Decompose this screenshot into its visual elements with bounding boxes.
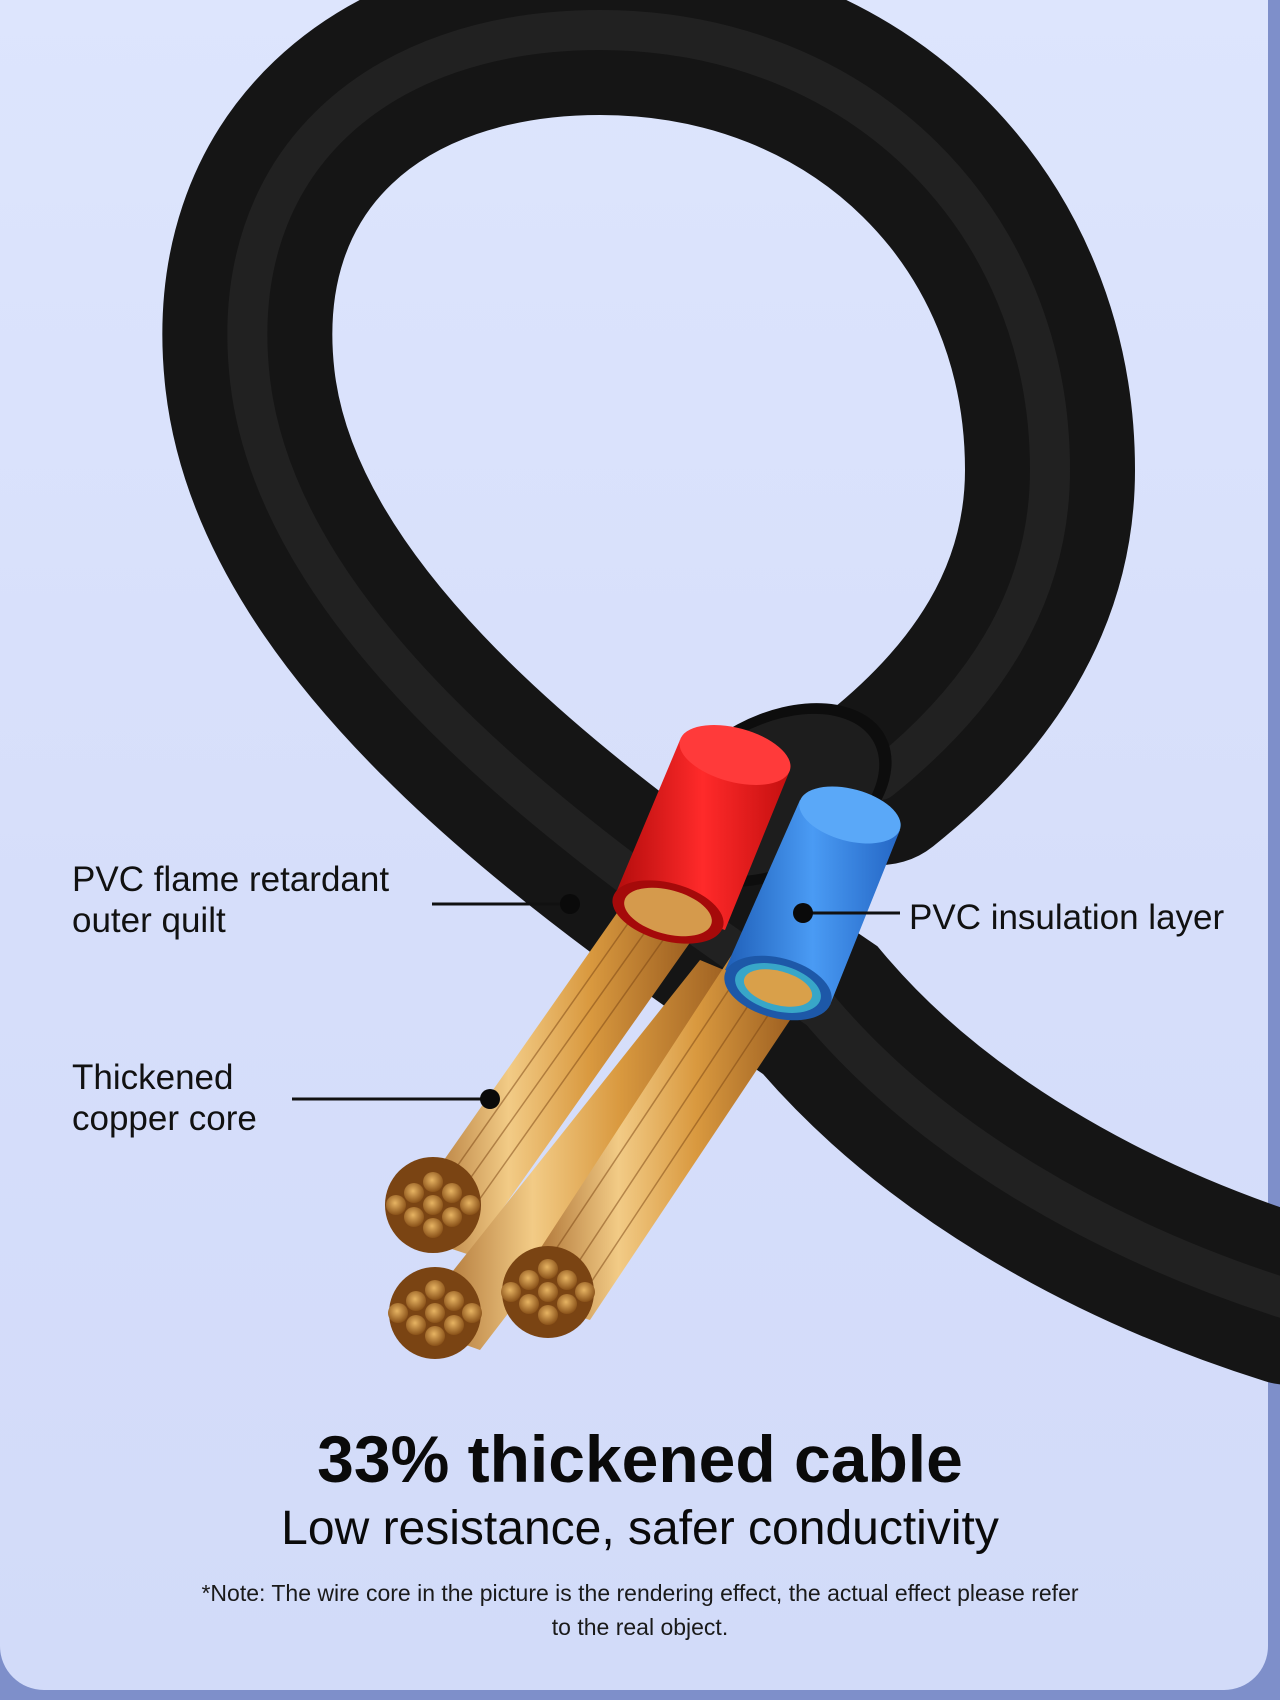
cable-jacket — [162, 0, 1280, 1384]
copper-core-label-line-1: Thickened — [72, 1058, 234, 1097]
red-insulation — [612, 725, 791, 944]
outer-quilt-label: PVC flame retardant outer quilt — [72, 859, 389, 941]
subheadline: Low resistance, safer conductivity — [281, 1502, 999, 1555]
copper-core-marker — [480, 1089, 500, 1109]
headline: 33% thickened cable — [317, 1422, 963, 1496]
insulation-marker — [793, 903, 813, 923]
outer-quilt-label-line-1: PVC flame retardant — [72, 860, 390, 899]
copper-core-label: Thickened copper core — [72, 1057, 257, 1139]
disclaimer-note: *Note: The wire core in the picture is t… — [201, 1580, 1079, 1640]
copper-strands — [385, 880, 820, 1359]
insulation-label: PVC insulation layer — [909, 898, 1225, 937]
outer-quilt-label-line-2: outer quilt — [72, 901, 226, 940]
copper-core-label-line-2: copper core — [72, 1099, 257, 1138]
outer-quilt-marker — [560, 894, 580, 914]
blue-insulation — [724, 786, 901, 1021]
callout-lines — [292, 902, 900, 1101]
